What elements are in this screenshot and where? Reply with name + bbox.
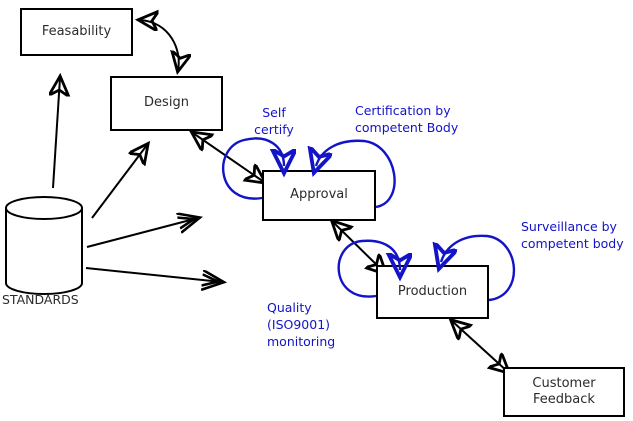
connector-standards-to-production bbox=[85, 267, 222, 282]
loop-quality-iso9001-monitoring bbox=[337, 239, 400, 298]
node-design[interactable]: Design bbox=[110, 76, 223, 131]
connector-standards-to-feasability bbox=[53, 78, 60, 189]
connector-design-to-feasability bbox=[140, 20, 179, 70]
loop-certification-by-competent-body bbox=[316, 139, 396, 209]
connector-standards-to-approval bbox=[86, 218, 198, 248]
connector-design-to-approval bbox=[193, 133, 264, 182]
connector-approval-to-production bbox=[333, 222, 385, 273]
node-feasability[interactable]: Feasability bbox=[20, 8, 133, 56]
annotation-surveillance-by-competent-body: Surveillance by competent body bbox=[521, 219, 624, 251]
node-customer-feedback[interactable]: Customer Feedback bbox=[503, 367, 625, 417]
connector-standards-to-design bbox=[91, 145, 147, 219]
loop-surveillance-by-competent-body bbox=[441, 234, 516, 302]
annotation-quality-iso9001-monitoring: Quality (ISO9001) monitoring bbox=[267, 300, 336, 349]
annotation-self-certify: Self certify bbox=[254, 105, 294, 137]
connector-production-to-customer-feedback bbox=[452, 321, 508, 372]
node-standards-label: STANDARDS bbox=[2, 292, 79, 307]
annotation-certification-by-competent-body: Certification by competent Body bbox=[355, 103, 459, 135]
loop-self-certify bbox=[221, 137, 284, 200]
